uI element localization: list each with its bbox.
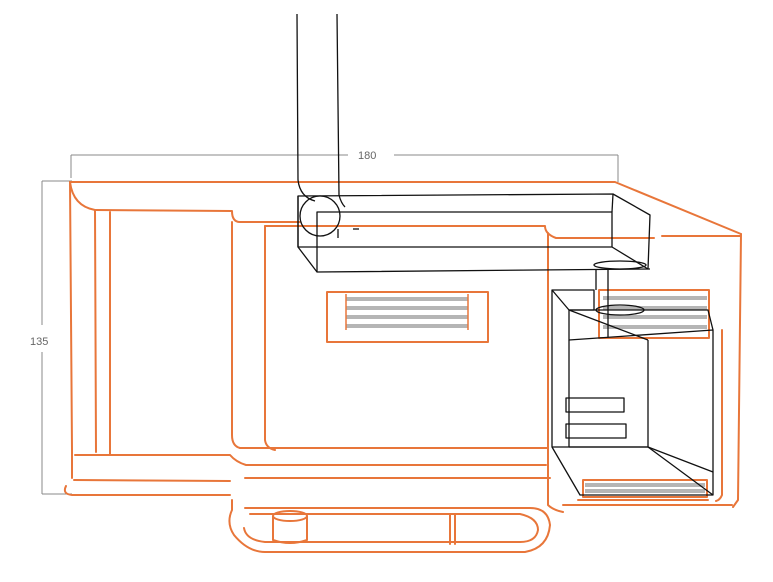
vent-vertical-edges [345, 294, 469, 330]
right-section-inner-wall [715, 329, 723, 502]
engine-box-front [551, 289, 714, 496]
right-section-left-wall [547, 232, 564, 513]
right-section-bottom [562, 499, 733, 506]
internal-frame [296, 13, 714, 496]
vent-slats [346, 296, 707, 493]
sled-outline [228, 499, 551, 553]
left-base-rail-upper [74, 454, 547, 466]
duct-box-edge [611, 193, 614, 213]
left-panel-divider [231, 221, 241, 449]
engine-box-connector [595, 270, 609, 337]
casing-left-inner-wall [94, 209, 111, 456]
left-panel-top [94, 209, 301, 223]
casing-outline [63, 181, 742, 553]
casing-top-edge [69, 181, 742, 235]
sled-foot-right [449, 513, 456, 545]
control-slot [565, 423, 627, 439]
duct-outlet [593, 260, 647, 270]
casing-right-edge [732, 233, 742, 508]
left-base-rail-lower [63, 479, 231, 496]
height-dimension-label: 135 [30, 336, 48, 348]
exhaust-pipe [296, 13, 346, 208]
dimension-lines [41, 154, 619, 495]
inner-panel-left [264, 225, 276, 451]
sled-foot-left [272, 510, 308, 522]
control-slot [565, 397, 625, 413]
engine-box-depth [568, 340, 649, 448]
pipe-elbow-circle [299, 195, 341, 237]
engine-box-port [595, 304, 645, 316]
right-lower-vent-frame [582, 479, 708, 498]
duct-box-front [297, 196, 651, 273]
duct-box-top [297, 193, 651, 270]
front-vent-frame [326, 291, 489, 343]
sled-inner [243, 513, 539, 543]
sled-foot-left-body [272, 515, 308, 544]
casing-left-wall [69, 181, 96, 479]
duct-box-inner [316, 211, 613, 272]
width-dimension-label: 180 [358, 150, 376, 162]
middle-base-rail [239, 447, 551, 479]
